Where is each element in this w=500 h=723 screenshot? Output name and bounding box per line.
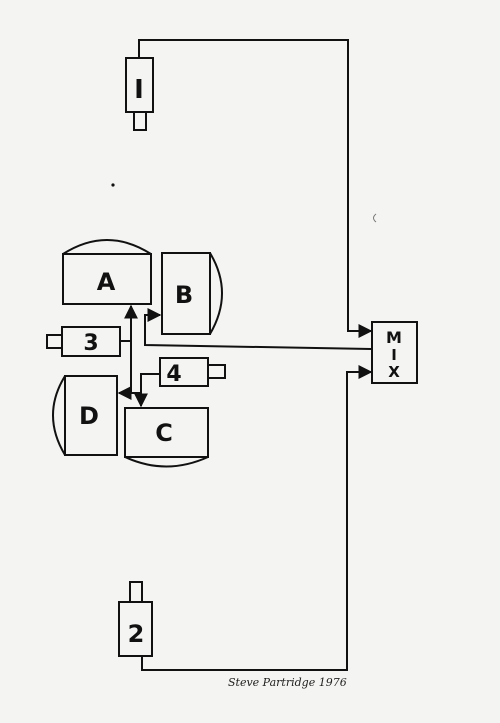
monitor-a-label: A bbox=[97, 268, 116, 296]
monitor-c bbox=[124, 407, 209, 468]
camera-4 bbox=[159, 357, 226, 387]
wire-cam4-monitor-c bbox=[134, 373, 160, 408]
wires bbox=[117, 39, 373, 671]
camera-1-lens bbox=[133, 111, 147, 131]
monitor-a bbox=[62, 239, 152, 305]
stray-mark bbox=[373, 213, 377, 223]
monitor-d-label: D bbox=[79, 402, 99, 430]
camera-2-lens bbox=[129, 581, 143, 603]
monitor-b bbox=[161, 252, 223, 335]
stray-dot bbox=[111, 183, 115, 187]
camera-2-label: 2 bbox=[128, 620, 145, 648]
monitor-d bbox=[52, 375, 118, 456]
camera-2-body bbox=[118, 601, 153, 657]
mixer-box bbox=[371, 321, 418, 384]
monitor-b-label: B bbox=[175, 281, 193, 309]
camera-4-lens bbox=[207, 364, 226, 379]
camera-4-label: 4 bbox=[166, 362, 181, 387]
wire-cam2-mixer bbox=[141, 365, 373, 671]
wire-mixer-monitor-b bbox=[144, 308, 372, 350]
mixer-label-line3: X bbox=[388, 363, 400, 381]
camera-1-label: I bbox=[134, 75, 144, 105]
camera-3-lens bbox=[46, 334, 63, 349]
camera-3-label: 3 bbox=[83, 331, 98, 356]
mixer-label-line1: M bbox=[386, 328, 402, 347]
artist-signature: Steve Partridge 1976 bbox=[228, 676, 347, 689]
wire-cam1-mixer bbox=[138, 39, 373, 338]
mixer-label-line2: I bbox=[391, 346, 397, 364]
camera-2 bbox=[118, 581, 153, 657]
monitor-c-label: C bbox=[155, 419, 173, 447]
